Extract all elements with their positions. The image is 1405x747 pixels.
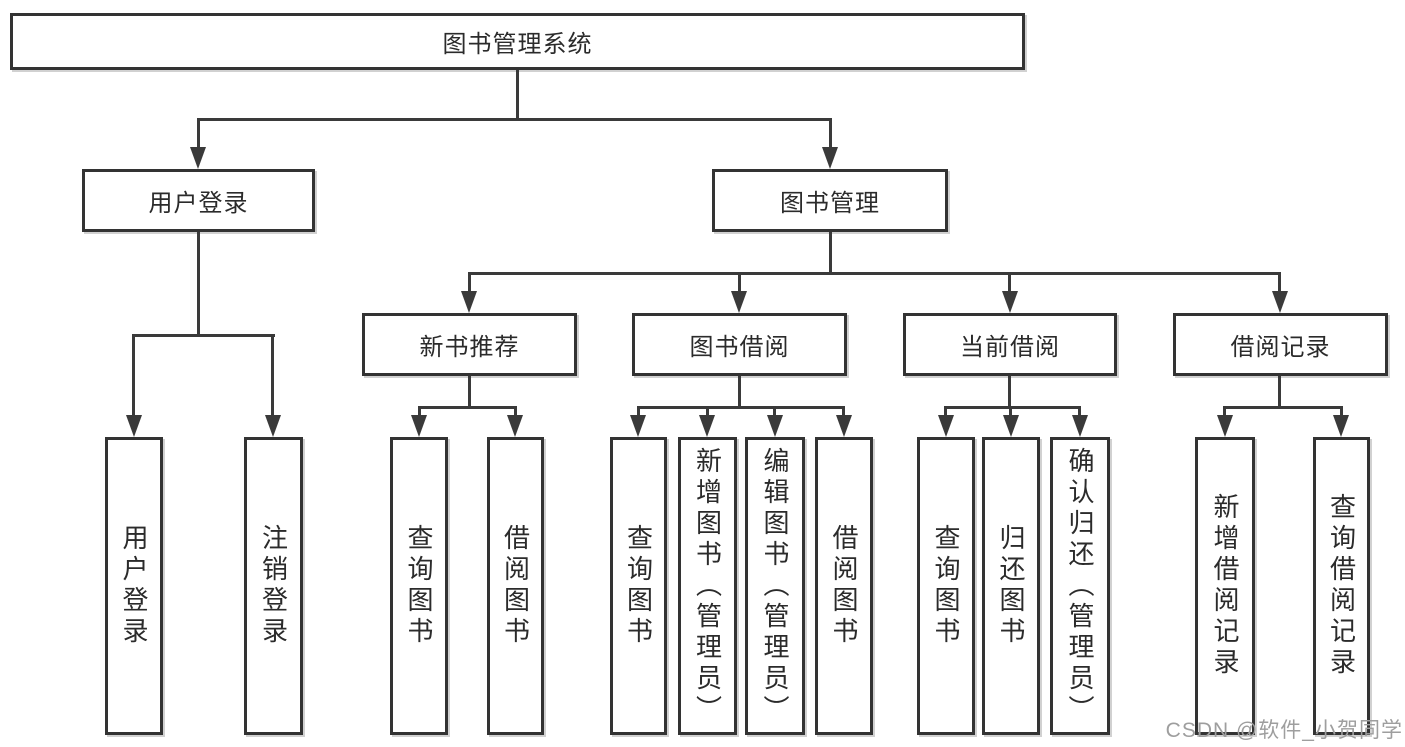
connector-line (514, 406, 517, 418)
node-current-borrowing: 当前借阅 (903, 313, 1117, 376)
connector-line (773, 406, 776, 418)
arrow-down-icon (265, 415, 281, 437)
node-leaf-add-book-admin: 新增图书（管理员） (678, 437, 737, 735)
connector-line (637, 406, 845, 409)
node-label: 确认归还（管理员） (1065, 446, 1095, 726)
connector-line (1009, 406, 1012, 418)
connector-line (468, 272, 471, 292)
connector-line (197, 118, 832, 121)
node-leaf-query-books-recommend: 查询图书 (390, 437, 448, 735)
node-label: 借阅记录 (1230, 334, 1331, 361)
connector-line (468, 376, 471, 409)
connector-line (1008, 272, 1011, 292)
node-label: 查询图书 (623, 524, 654, 648)
connector-line (197, 118, 200, 149)
node-label: 新书推荐 (419, 334, 520, 361)
connector-line (1278, 272, 1281, 292)
connector-line (706, 406, 709, 418)
node-label: 用户登录 (119, 524, 149, 648)
arrow-down-icon (190, 147, 206, 169)
connector-line (1278, 376, 1281, 409)
connector-line (197, 232, 200, 337)
connector-line (132, 334, 135, 417)
node-label: 新增借阅记录 (1210, 493, 1240, 679)
arrow-down-icon (126, 415, 142, 437)
connector-line (1078, 406, 1081, 418)
node-book-borrowing: 图书借阅 (632, 313, 847, 376)
node-leaf-return-books: 归还图书 (982, 437, 1040, 735)
arrow-down-icon (507, 415, 523, 437)
node-new-book-recommendation: 新书推荐 (362, 313, 577, 376)
node-label: 借阅图书 (829, 524, 859, 648)
node-book-management: 图书管理 (712, 169, 948, 232)
node-label: 查询图书 (404, 524, 434, 648)
csdn-watermark: CSDN @软件_小贺同学 (1165, 719, 1403, 742)
connector-line (842, 406, 845, 418)
arrow-down-icon (822, 147, 838, 169)
node-leaf-borrow-books-recommend: 借阅图书 (487, 437, 544, 735)
arrow-down-icon (630, 415, 646, 437)
arrow-down-icon (411, 415, 427, 437)
node-leaf-edit-book-admin: 编辑图书（管理员） (745, 437, 805, 735)
connector-line (1223, 406, 1343, 409)
node-label: 查询借阅记录 (1326, 493, 1357, 679)
node-leaf-user-login: 用户登录 (105, 437, 163, 735)
arrow-down-icon (1002, 291, 1018, 313)
arrow-down-icon (1272, 291, 1288, 313)
connector-line (516, 70, 519, 121)
node-leaf-query-books-current: 查询图书 (917, 437, 975, 735)
node-label: 注销登录 (258, 524, 289, 648)
arrow-down-icon (1217, 415, 1233, 437)
node-label: 编辑图书（管理员） (760, 446, 790, 726)
node-label: 用户登录 (148, 190, 249, 217)
connector-line (944, 406, 947, 418)
connector-line (271, 334, 274, 417)
arrow-down-icon (836, 415, 852, 437)
arrow-down-icon (1072, 415, 1088, 437)
node-label: 借阅图书 (500, 524, 531, 648)
node-label: 图书管理 (780, 190, 880, 217)
arrow-down-icon (938, 415, 954, 437)
node-leaf-borrow-books: 借阅图书 (815, 437, 873, 735)
node-label: 图书管理系统 (442, 31, 593, 58)
node-label: 当前借阅 (960, 334, 1060, 361)
connector-line (418, 406, 421, 418)
connector-line (738, 376, 741, 409)
connector-line (637, 406, 640, 418)
connector-line (1223, 406, 1226, 418)
connector-line (418, 406, 517, 409)
node-label: 查询图书 (931, 524, 961, 648)
node-label: 图书借阅 (689, 334, 790, 361)
arrow-down-icon (731, 291, 747, 313)
connector-line (829, 232, 832, 275)
arrow-down-icon (1333, 415, 1349, 437)
connector-line (738, 272, 741, 292)
connector-line (829, 118, 832, 149)
node-library-management-system: 图书管理系统 (10, 13, 1025, 70)
node-label: 归还图书 (996, 524, 1026, 648)
node-label: 新增图书（管理员） (692, 446, 723, 726)
node-leaf-confirm-return-admin: 确认归还（管理员） (1050, 437, 1110, 735)
arrow-down-icon (1003, 415, 1019, 437)
node-user-login: 用户登录 (82, 169, 315, 232)
node-leaf-add-borrow-record: 新增借阅记录 (1195, 437, 1255, 735)
node-leaf-logout: 注销登录 (244, 437, 303, 735)
connector-line (1008, 376, 1011, 409)
arrow-down-icon (767, 415, 783, 437)
node-leaf-query-books-borrowing: 查询图书 (610, 437, 667, 735)
arrow-down-icon (699, 415, 715, 437)
connector-line (132, 334, 275, 337)
connector-line (468, 272, 1281, 275)
arrow-down-icon (461, 291, 477, 313)
connector-line (944, 406, 1081, 409)
node-borrowing-records: 借阅记录 (1173, 313, 1388, 376)
node-leaf-query-borrow-record: 查询借阅记录 (1313, 437, 1370, 735)
connector-line (1340, 406, 1343, 418)
